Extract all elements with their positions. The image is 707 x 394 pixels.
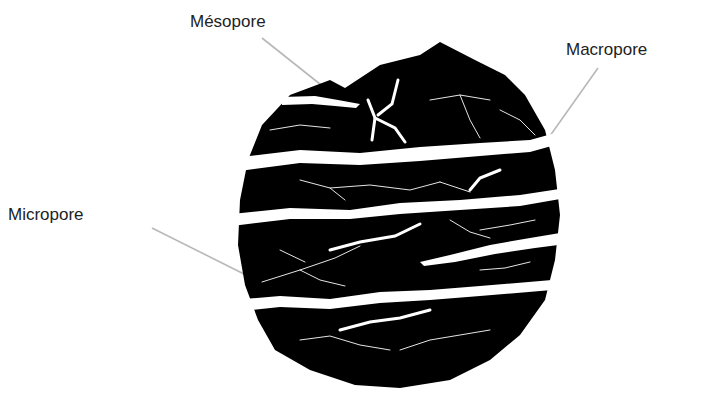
macropores [232, 96, 566, 312]
pore-label: Mésopore [190, 12, 266, 32]
mesopores [330, 80, 500, 330]
pore-label: Micropore [8, 205, 84, 225]
pore-label: Macropore [566, 40, 647, 60]
micropores [262, 95, 535, 350]
